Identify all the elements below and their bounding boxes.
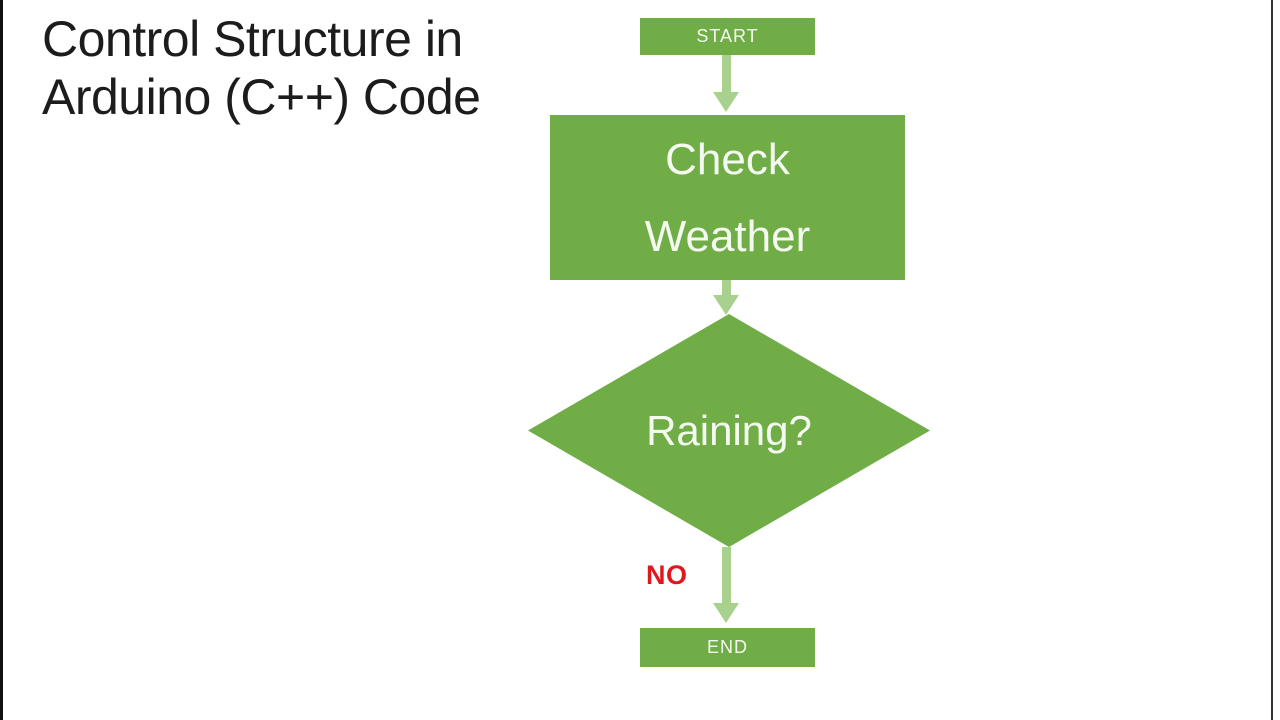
arrow-shaft bbox=[722, 280, 731, 295]
arrow-head bbox=[713, 295, 739, 315]
right-border-line bbox=[1271, 0, 1273, 720]
edge-label-no: NO bbox=[646, 560, 688, 590]
flowchart-node-raining-decision: Raining? bbox=[528, 314, 930, 547]
end-node-label: END bbox=[706, 637, 748, 657]
flowchart-node-end: END bbox=[640, 628, 815, 667]
check-weather-label-line-1: Check bbox=[665, 134, 790, 184]
arrow-shaft bbox=[722, 55, 731, 92]
arrow-shaft bbox=[722, 547, 731, 603]
raining-decision-label: Raining? bbox=[646, 406, 812, 454]
flowchart-node-start: START bbox=[640, 18, 815, 55]
arrow-head bbox=[713, 92, 739, 112]
flowchart-node-check-weather: Check Weather bbox=[550, 115, 905, 280]
arrow-head bbox=[713, 603, 739, 623]
start-node-label: START bbox=[696, 26, 759, 46]
check-weather-label-line-2: Weather bbox=[644, 211, 811, 261]
slide-title-line-1: Control Structure in bbox=[42, 11, 463, 67]
left-border-line bbox=[0, 0, 3, 720]
slide-title: Control Structure in Arduino (C++) Code bbox=[42, 10, 481, 126]
slide-title-line-2: Arduino (C++) Code bbox=[42, 69, 481, 125]
